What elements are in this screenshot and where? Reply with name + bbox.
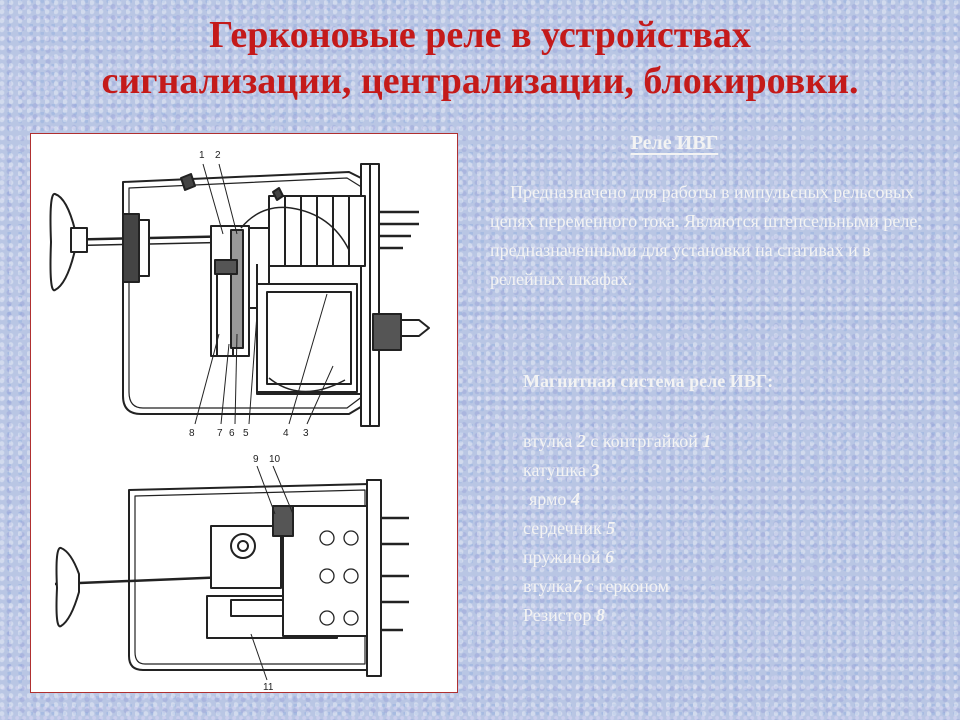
magnet-system-heading: Магнитная система реле ИВГ: <box>523 371 774 391</box>
callout-11: 11 <box>263 682 274 693</box>
list-item: сердечник 5 <box>523 518 616 538</box>
list-item: втулка 2 с контргайкой 1 <box>523 431 712 451</box>
magnet-parts-list: втулка 2 с контргайкой 1 катушка 3 ярмо … <box>523 427 711 630</box>
list-item: катушка 3 <box>523 460 600 480</box>
relay-description: Предназначено для работы в импульсных ре… <box>490 182 922 289</box>
callout-7: 7 <box>217 428 223 439</box>
callout-2: 2 <box>215 150 221 161</box>
list-item: втулка7 с герконом <box>523 576 669 596</box>
callout-3: 3 <box>303 428 309 439</box>
slide-title: Герконовые реле в устройствах сигнализац… <box>20 12 940 104</box>
list-item: Резистор 8 <box>523 605 605 625</box>
callout-9: 9 <box>253 454 259 465</box>
title-line-2: сигнализации, централизации, блокировки. <box>101 60 859 102</box>
title-line-1: Герконовые реле в устройствах <box>209 14 751 56</box>
list-item: ярмо 4 <box>529 489 580 509</box>
relay-subtitle: Реле ИВГ <box>630 132 719 154</box>
callout-5: 5 <box>243 428 249 439</box>
relay-drawing: 1 2 8 7 6 5 4 3 9 10 11 <box>49 150 430 693</box>
callout-10: 10 <box>269 454 281 465</box>
callout-4: 4 <box>283 428 289 439</box>
callout-6: 6 <box>229 428 235 439</box>
callout-8: 8 <box>189 428 195 439</box>
relay-diagram: 1 2 8 7 6 5 4 3 9 10 11 <box>30 133 458 693</box>
list-item: пружиной 6 <box>523 547 614 567</box>
callout-1: 1 <box>199 150 205 161</box>
